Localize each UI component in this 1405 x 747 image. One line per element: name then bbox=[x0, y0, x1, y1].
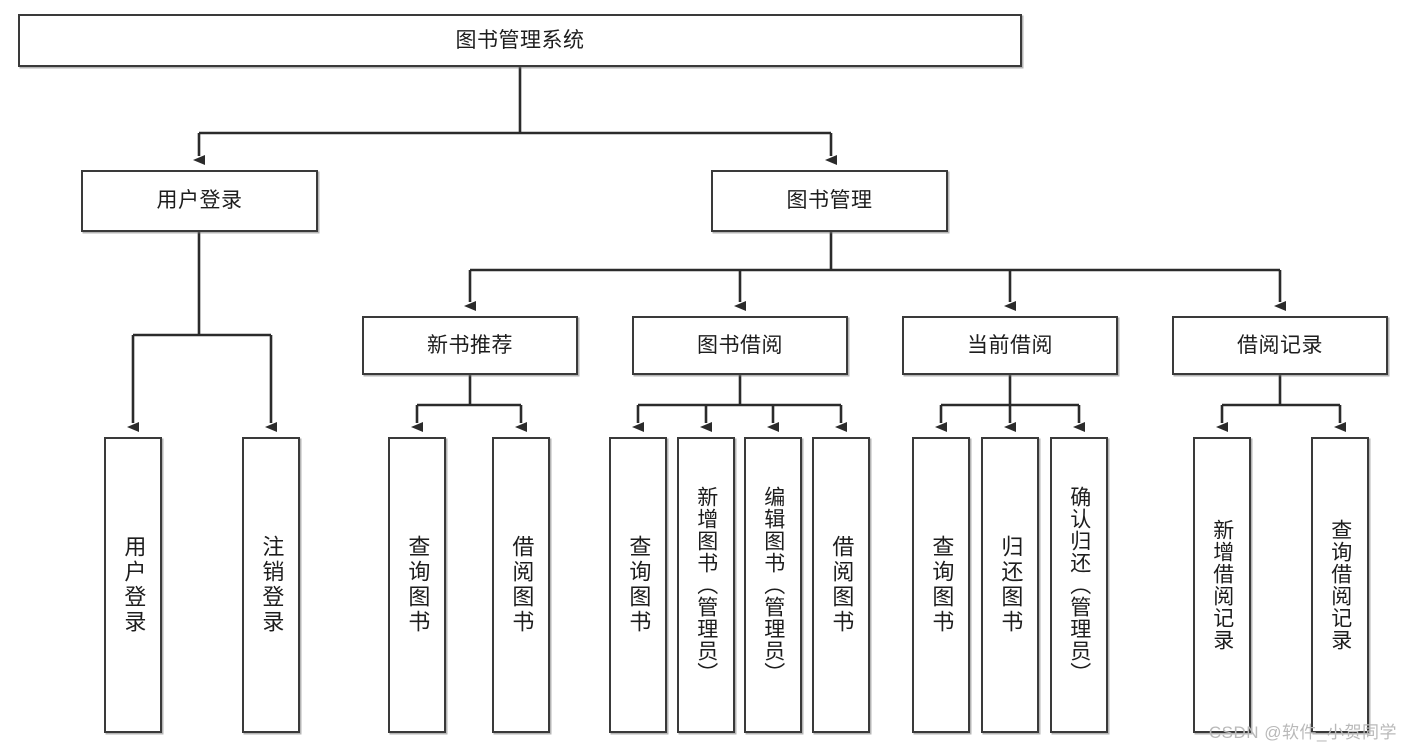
node-book-manage[interactable]: 图书管理 bbox=[711, 170, 948, 232]
node-leaf-add-record[interactable]: 新增借阅记录 bbox=[1193, 437, 1251, 733]
node-leaf-logout[interactable]: 注销登录 bbox=[242, 437, 300, 733]
node-leaf-query-book-2-label: 查询图书 bbox=[626, 535, 652, 635]
node-leaf-return-book-label: 归还图书 bbox=[998, 535, 1024, 635]
node-leaf-query-book-3[interactable]: 查询图书 bbox=[912, 437, 970, 733]
node-leaf-confirm-return[interactable]: 确认归还（管理员） bbox=[1050, 437, 1108, 733]
node-new-book-recommend-label: 新书推荐 bbox=[427, 333, 513, 357]
node-leaf-add-book[interactable]: 新增图书（管理员） bbox=[677, 437, 735, 733]
node-leaf-add-book-label: 新增图书（管理员） bbox=[694, 486, 718, 684]
node-leaf-edit-book-label: 编辑图书（管理员） bbox=[761, 486, 785, 684]
node-leaf-user-login-label: 用户登录 bbox=[121, 535, 147, 635]
node-book-borrow[interactable]: 图书借阅 bbox=[632, 316, 848, 375]
node-leaf-borrow-book-1-label: 借阅图书 bbox=[509, 535, 535, 635]
node-current-borrow[interactable]: 当前借阅 bbox=[902, 316, 1118, 375]
node-leaf-return-book[interactable]: 归还图书 bbox=[981, 437, 1039, 733]
node-leaf-user-login[interactable]: 用户登录 bbox=[104, 437, 162, 733]
node-leaf-confirm-return-label: 确认归还（管理员） bbox=[1067, 486, 1091, 684]
node-root[interactable]: 图书管理系统 bbox=[18, 14, 1022, 67]
node-leaf-borrow-book-2-label: 借阅图书 bbox=[829, 535, 855, 635]
node-leaf-query-record[interactable]: 查询借阅记录 bbox=[1311, 437, 1369, 733]
node-leaf-edit-book[interactable]: 编辑图书（管理员） bbox=[744, 437, 802, 733]
node-book-manage-label: 图书管理 bbox=[786, 189, 873, 213]
node-leaf-query-book-1-label: 查询图书 bbox=[405, 535, 431, 635]
node-leaf-borrow-book-1[interactable]: 借阅图书 bbox=[492, 437, 550, 733]
node-user-login[interactable]: 用户登录 bbox=[81, 170, 318, 232]
node-leaf-query-book-2[interactable]: 查询图书 bbox=[609, 437, 667, 733]
node-leaf-query-record-label: 查询借阅记录 bbox=[1328, 519, 1352, 651]
node-leaf-logout-label: 注销登录 bbox=[259, 535, 285, 635]
node-new-book-recommend[interactable]: 新书推荐 bbox=[362, 316, 578, 375]
node-borrow-record-label: 借阅记录 bbox=[1237, 333, 1323, 357]
node-leaf-add-record-label: 新增借阅记录 bbox=[1210, 519, 1234, 651]
node-user-login-label: 用户登录 bbox=[156, 189, 243, 213]
node-borrow-record[interactable]: 借阅记录 bbox=[1172, 316, 1388, 375]
node-leaf-query-book-3-label: 查询图书 bbox=[929, 535, 955, 635]
node-book-borrow-label: 图书借阅 bbox=[697, 333, 783, 357]
node-leaf-query-book-1[interactable]: 查询图书 bbox=[388, 437, 446, 733]
watermark-text: CSDN @软件_小贺同学 bbox=[1208, 723, 1397, 742]
node-current-borrow-label: 当前借阅 bbox=[967, 333, 1053, 357]
node-leaf-borrow-book-2[interactable]: 借阅图书 bbox=[812, 437, 870, 733]
node-root-label: 图书管理系统 bbox=[455, 28, 585, 52]
